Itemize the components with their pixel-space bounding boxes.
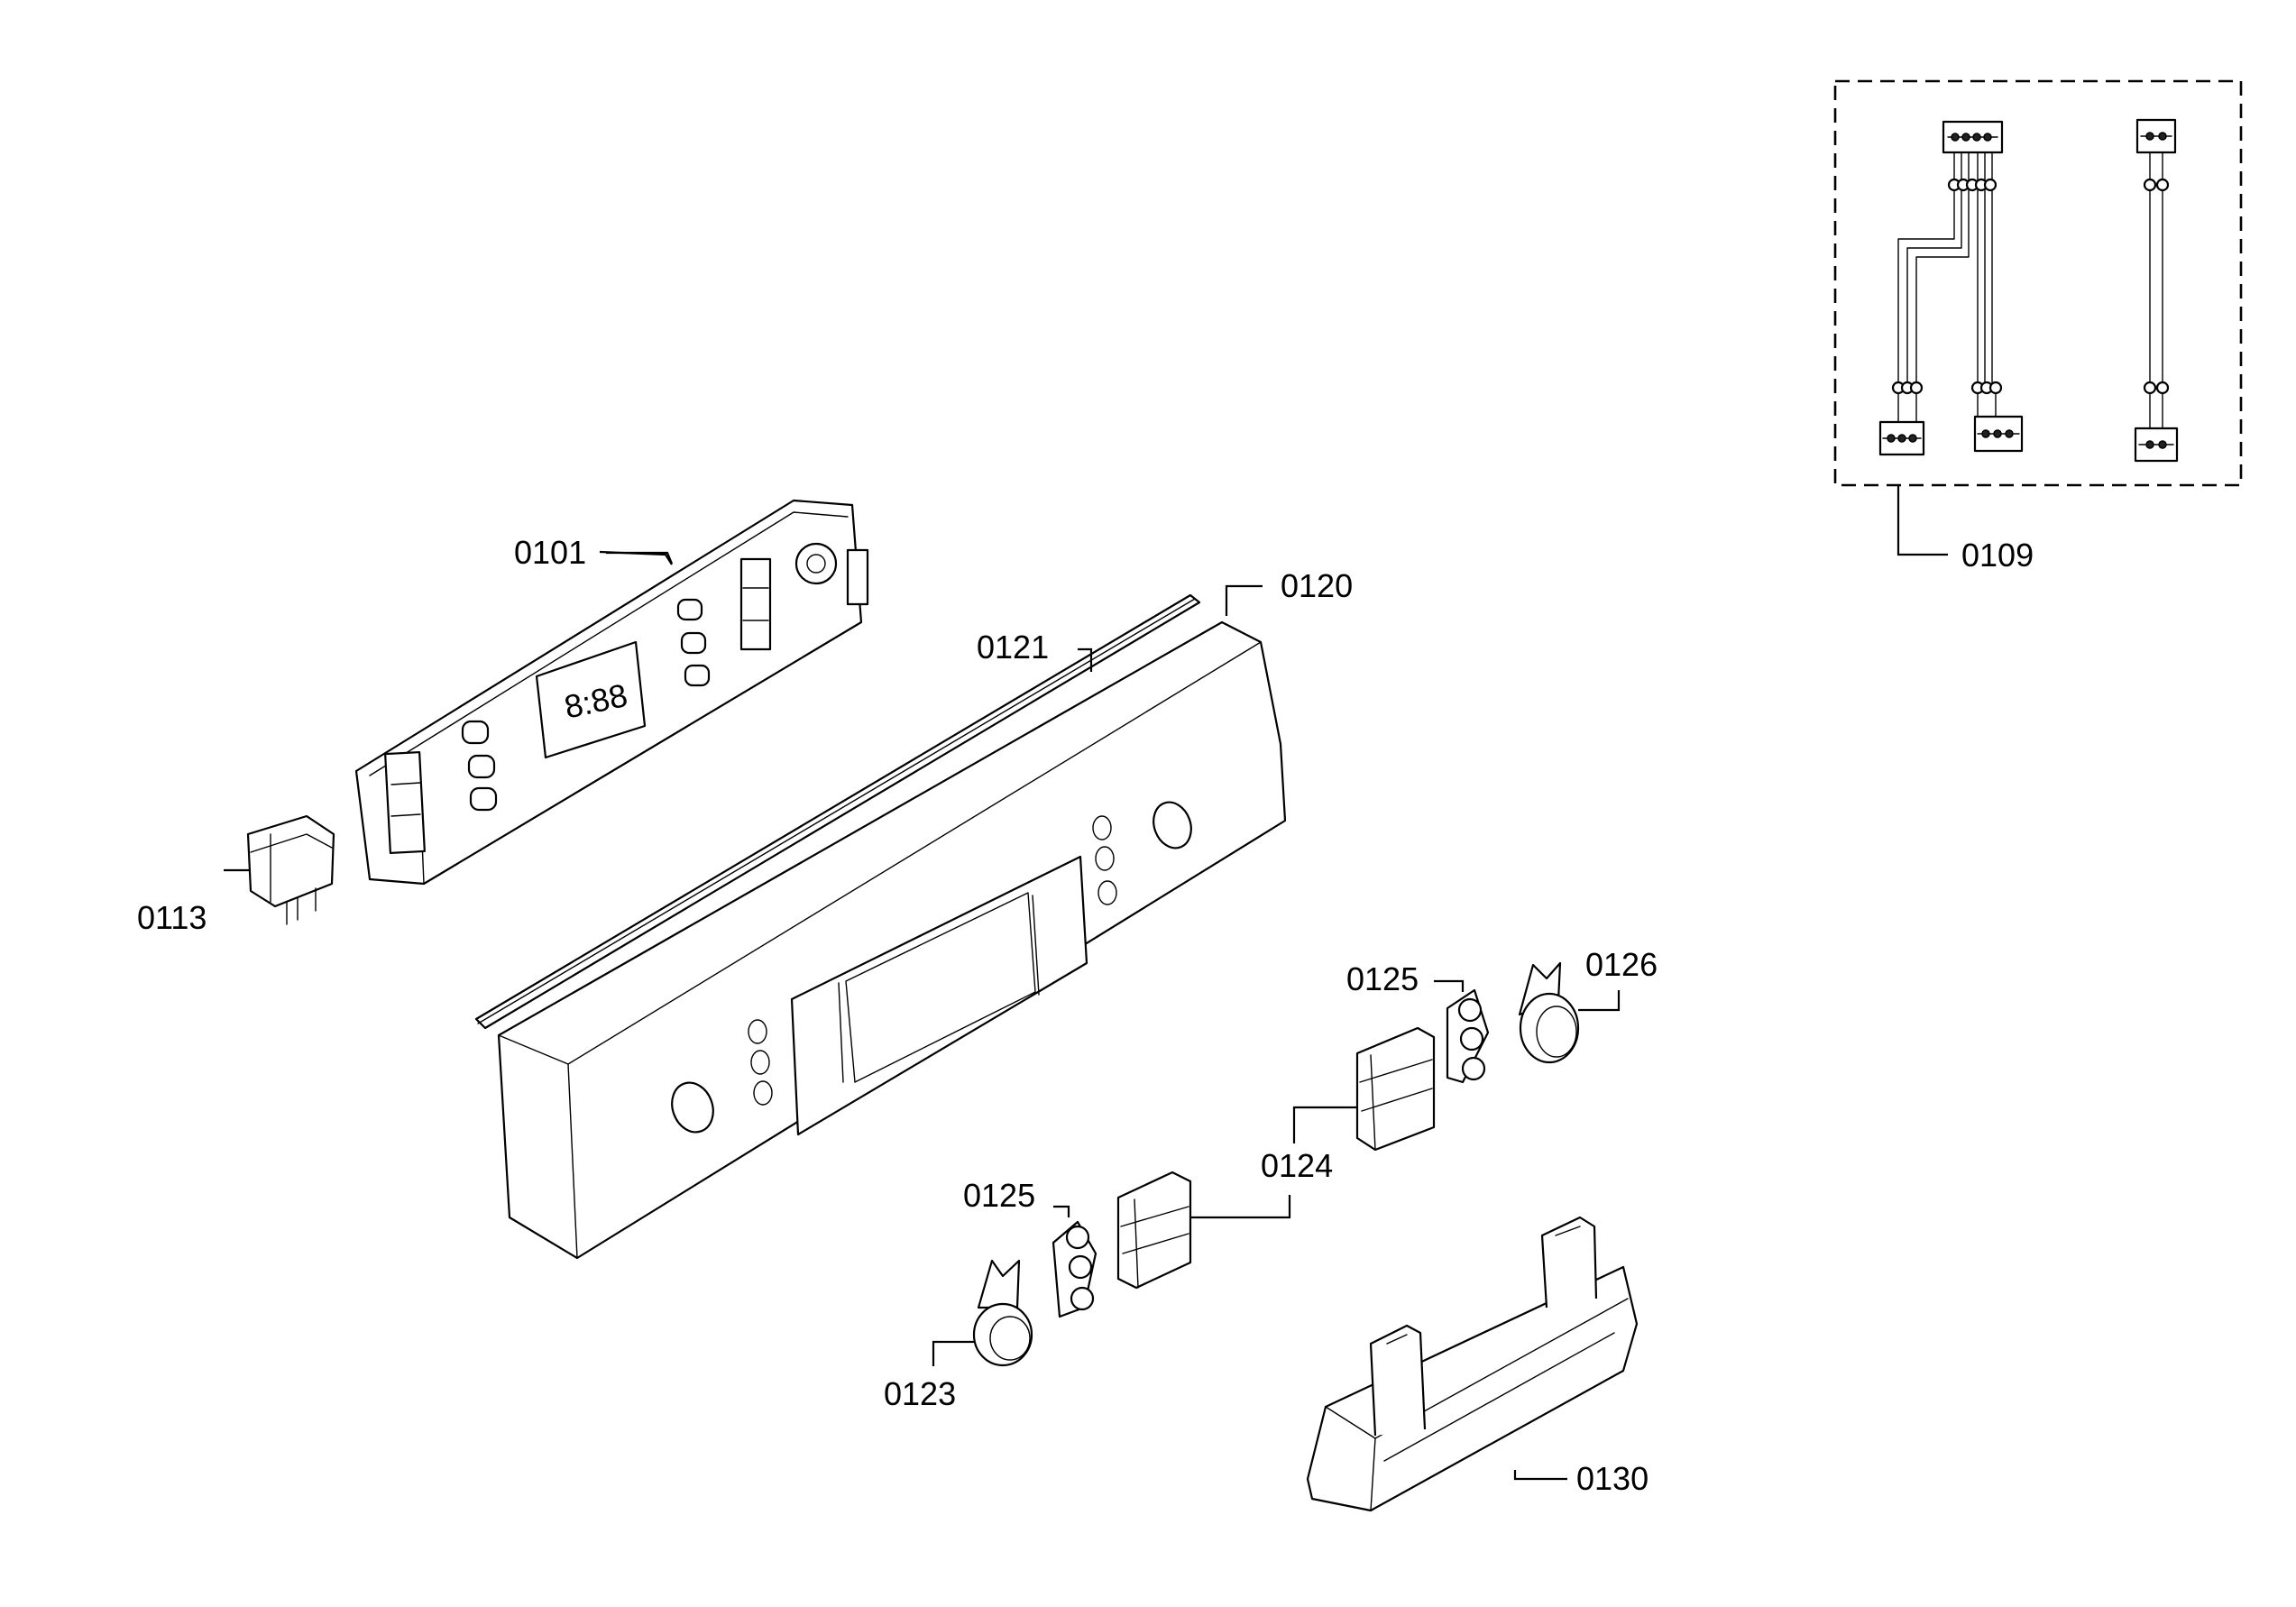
leader-0125-upper [1434,979,1465,992]
part-0124-button-block-lower [1116,1171,1291,1290]
part-0113-switch [224,814,335,925]
leader-0130 [1513,1470,1567,1481]
harness-top-connector [1942,120,2004,154]
part-0130-housing-tray [1306,1216,1639,1512]
part-0125-button-set-lower [1052,1205,1097,1318]
part-0101-control-module: 8:88 [354,499,869,886]
leader-0120 [1225,584,1263,616]
leader-0101 [606,551,674,565]
part-0124-button-block-upper [1292,1026,1436,1152]
leader-0126 [1578,990,1621,1012]
part-0120-control-panel-fascia [497,584,1287,1260]
display-module: 8:88 [535,640,647,759]
leader-0124-lower [1190,1195,1291,1219]
label-0121: 0121 [977,629,1049,666]
label-0125-upper: 0125 [1346,960,1419,997]
part-0123-knob [932,1259,1033,1367]
part-0125-button-set-upper [1434,979,1490,1084]
label-0130: 0130 [1576,1460,1649,1497]
label-0120: 0120 [1281,567,1353,604]
label-0123: 0123 [884,1375,956,1412]
part-labels: 0101 0109 0113 0120 0121 0123 0124 0125 … [137,534,2034,1497]
part-0126-rotary-knob [1518,961,1621,1064]
leader-0109 [1896,485,1948,556]
label-0125-lower: 0125 [963,1177,1035,1214]
harness-wires [1891,152,2003,395]
label-0124-upper: 0124 [1261,1147,1333,1184]
label-0113: 0113 [137,899,207,936]
leader-0124-upper [1292,1106,1357,1143]
leader-0121 [1078,647,1093,672]
label-0126: 0126 [1585,946,1658,983]
leader-0123 [932,1340,974,1366]
harness-inset-box [1833,79,2243,487]
leader-0125-lower [1053,1205,1070,1217]
label-0101: 0101 [514,534,586,571]
part-0121-seal-strip [474,593,1201,1030]
label-0109: 0109 [1961,537,2034,574]
harness-bottom-connector-left [1878,392,1925,456]
harness-single-cable [2134,118,2179,463]
part-0109-wire-harness [1833,79,2243,556]
harness-bottom-connector-middle [1973,392,2024,453]
